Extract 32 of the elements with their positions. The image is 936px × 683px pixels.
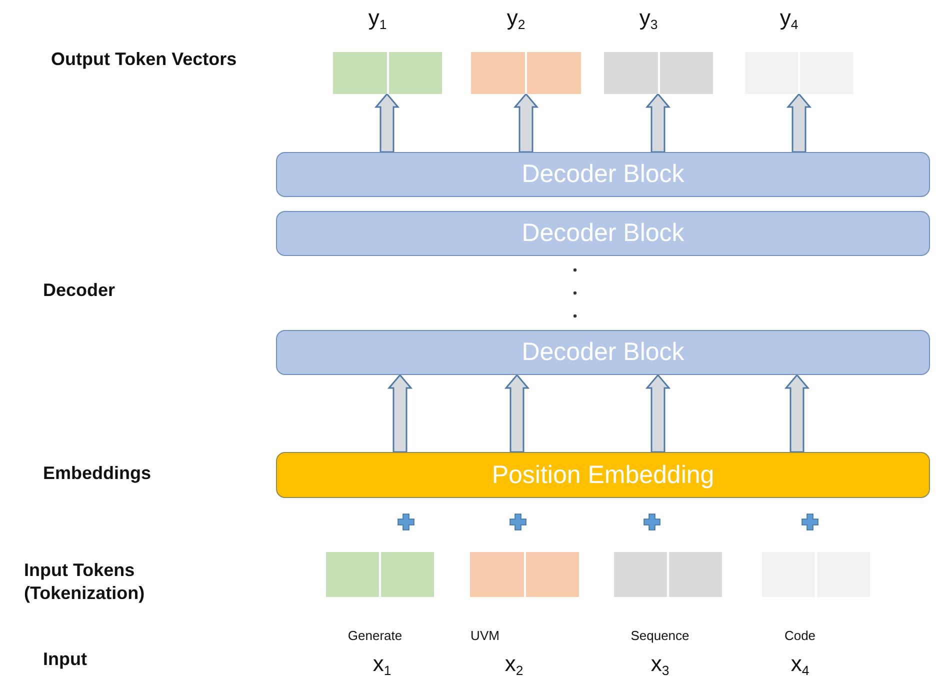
token-vector [471,52,581,94]
row-label: Decoder [43,279,116,302]
token-vector [614,552,722,597]
token-symbol: y$_{1}$ [368,4,387,34]
token-word: Generate [348,628,402,644]
embedding-layer [276,452,930,498]
block-label: Position Embedding [492,460,714,490]
token-symbol: x$_{3}$ [650,650,670,680]
token-symbol: y$_{4}$ [780,4,798,34]
token-symbol: y$_{2}$ [506,4,526,34]
token-symbol: x$_{1}$ [372,650,392,680]
token-word: Sequence [630,628,690,644]
block-label: Decoder Block [522,219,684,248]
token-vector [604,52,713,94]
token-word: UVM [470,628,500,644]
row-label: Input Tokens (Tokenization) [24,559,146,604]
row-label: Embeddings [43,462,152,484]
token-word: Code [784,628,816,644]
token-symbol: y$_{3}$ [639,4,658,34]
decoder-block [276,211,930,256]
block-label: Decoder Block [522,338,684,367]
token-symbol: x$_{2}$ [504,650,524,680]
decoder-block [276,330,930,375]
row-label: Input [43,648,88,670]
row-label: Output Token Vectors [51,48,238,70]
token-vector [745,52,853,94]
token-symbol: x$_{4}$ [790,650,810,680]
token-vector [333,52,442,94]
block-label: Decoder Block [522,160,684,189]
decoder-block [276,152,930,197]
token-vector [326,552,434,597]
token-vector [470,552,579,597]
